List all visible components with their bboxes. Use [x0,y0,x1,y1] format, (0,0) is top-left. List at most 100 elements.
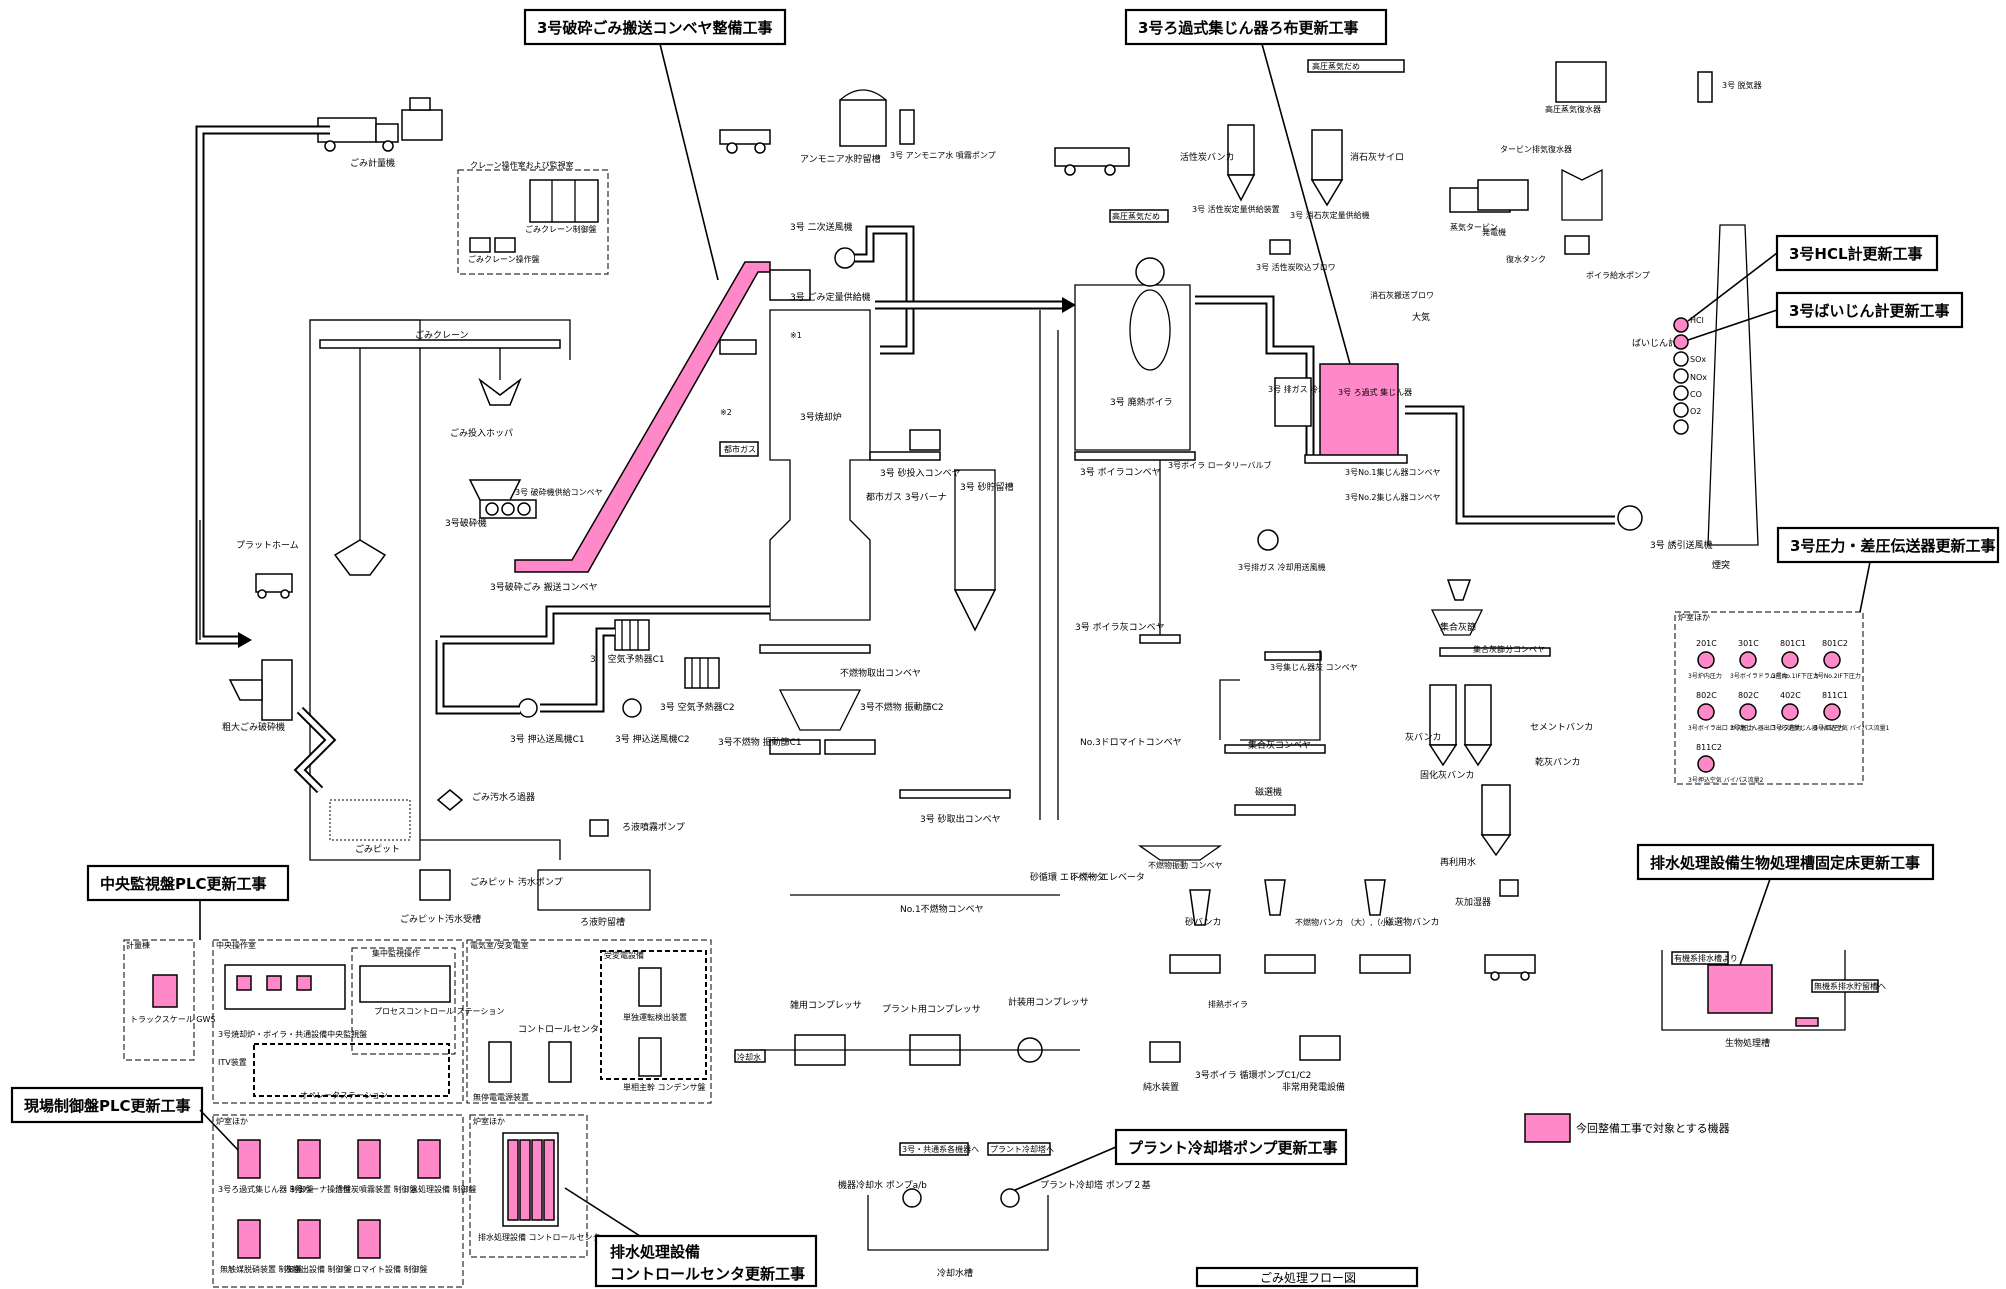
incinerator-area: アンモニア水貯留槽 3号 アンモニア水 噴霧ポンプ 3号 二次送風機 3号 ごみ… [435,89,1105,915]
label-air-heater-c1: 3号 空気予熱器C1 [590,653,665,665]
panel-field-p7: ドロマイト設備 制御盤 [345,1264,428,1274]
panel-field-p6: 灰搬出設備 制御盤 [285,1264,352,1274]
gauge-tag: 802C [1696,691,1717,700]
label-cool-tank: 冷却水槽 [937,1267,973,1279]
label-gomi-crane: ごみクレーン [415,329,469,341]
panel-pressure: 炉室ほか 201C3号炉内圧力301C3号ボイラドラム圧力801C13号No.1… [1674,611,1890,785]
label-lime-feeder: 3号 消石灰定量供給機 [1290,210,1370,220]
label-boiler-feed-pump: ボイラ給水ポンプ [1586,270,1650,280]
panel-electric-title: 電気室/受変電室 [470,940,529,950]
panel-electric-item2: 単独運転検出装置 [623,1012,687,1022]
label-reuse-water: 再利用水 [1440,856,1476,868]
label-crusher-feed-conv: 3号 破砕機供給コンベヤ [515,487,603,497]
label-boiler: 3号 廃熱ボイラ [1110,396,1173,408]
label-steam-turbine: 蒸気タービン [1450,222,1498,232]
label-sand-out-conv: 3号 砂取出コンベヤ [920,813,1001,825]
pressure-transmitter-icon [1823,651,1841,669]
bio-tank-highlight [1707,964,1773,1014]
label-pit-out: 有機系排水槽より [1674,953,1738,963]
label-induced-fan: 3号 誘引送風機 [1650,539,1713,551]
label-lime-blower: 消石灰搬送ブロワ [1370,290,1434,300]
label-spray-pump: ろ液噴霧ポンプ [622,821,685,833]
panel-electric-item4: 無停電電源装置 [473,1092,529,1102]
label-ammonia-pump: 3号 アンモニア水 噴霧ポンプ [890,150,996,160]
panel-field-p1: 3号ろ過式集じん器 制御盤 [218,1184,314,1194]
label-incomb-bunker: 不燃物バンカ （大）,（小） [1295,917,1397,927]
utility-area: 雑用コンプレッサ プラント用コンプレッサ 計装用コンプレッサ 排熱ボイラ 純水装… [734,950,1886,1279]
callout-cooling-pump: プラント冷却塔ポンプ更新工事 [1128,1139,1338,1157]
label-bio-tank: 生物処理槽 [1725,1037,1770,1049]
label-o2: O2 [1690,407,1701,416]
label-from-plant: プラント冷却塔へ [990,1144,1054,1154]
label-ac-blower: 3号 活性炭吹込ブロワ [1256,262,1336,272]
label-co: CO [1690,390,1702,399]
panel-central-title: 中央操作室 [216,940,256,950]
panel-mcc-item: 排水処理設備 コントロールセンタ [478,1232,601,1242]
label-secondary-fan: 3号 二次送風機 [790,221,853,233]
callout-dust-meter: 3号ばいじん計更新工事 [1789,302,1949,320]
label-activated-carbon: 活性炭バンカ [1180,151,1234,163]
label-tag-1: ※1 [790,331,802,340]
label-chimney: 煙突 [1712,559,1730,571]
pressure-transmitter-icon [1781,703,1799,721]
label-pit-in: 無機系排水貯留槽へ [1814,981,1886,991]
panel-central: 中央操作室 集中監視操作 3号焼却炉・ボイラ・共通設備中央監視盤 プロセスコント… [212,939,504,1104]
pressure-gauges: 201C3号炉内圧力301C3号ボイラドラム圧力801C13号No.1IF下圧力… [1688,639,1890,784]
panel-mcc-title: 炉室ほか [473,1116,505,1126]
label-nox: NOx [1690,373,1707,382]
panel-central-sub: 集中監視操作 [372,948,420,958]
panel-field-title: 炉室ほか [216,1116,248,1126]
label-crusher: 3号破砕機 [445,517,487,529]
label-crushed-conv: 3号破砕ごみ 搬送コンベヤ [490,581,598,593]
legend-swatch [1524,1113,1571,1143]
label-no1-incomb-conv: No.1不燃物コンベヤ [900,903,984,915]
panel-electric-item1: コントロールセンタ [518,1024,599,1035]
panel-field: 炉室ほか 3号ろ過式集じん器 制御盤 3号バーナ操作盤 活性炭噴霧装置 制御盤 … [212,1114,477,1288]
label-boiler-circ: 3号ボイラ 循環ポンプC1/C2 [1195,1069,1311,1081]
panel-electric-sub: 受変電設備 [604,950,644,960]
page-title: ごみ処理フロー図 [1260,1270,1356,1285]
label-condensate-tank: 復水タンク [1506,254,1546,264]
crushed-refuse-conveyor-highlight [514,261,771,573]
panel-field-p3: 活性炭噴霧装置 制御盤 [335,1184,418,1194]
label-solid-ash: 固化灰バンカ [1420,769,1474,781]
label-cool-water-pump: 機器冷却水 ポンプa/b [838,1179,927,1191]
panel-mcc: 炉室ほか 排水処理設備 コントロールセンタ [469,1114,601,1258]
label-cooling-tower: 3号 排ガス 冷却塔 [1268,384,1334,394]
gauge-name: 3号No.2IF下圧力 [1814,672,1861,680]
panel-keiryo-title: 計量棟 [126,940,150,950]
pressure-transmitter-icon [1739,703,1757,721]
panel-electric-item3: 単相主幹 コンデンサ盤 [623,1082,706,1092]
panel-field-p2: 3号バーナ操作盤 [290,1184,351,1194]
gauge-tag: 402C [1780,691,1801,700]
gauge-tag: 801C2 [1822,639,1848,648]
panel-central-item2: プロセスコントロール ステーション [374,1007,504,1016]
label-misc-comp: 雑用コンプレッサ [790,999,862,1011]
gauge-name: 3号集じん器出口 ガス圧力 [1730,724,1802,732]
label-crane-room: クレーン操作室および監視室 [470,160,574,170]
receiving-area: ごみ計量機 クレーン操作室および監視室 ごみクレーン制御盤 ごみクレーン操作盤 … [195,97,685,928]
label-burner: 都市ガス 3号バーナ [866,491,947,503]
label-mag-bunker: 磁選物バンカ [1385,916,1439,928]
label-sand-tank: 3号 砂貯留槽 [960,481,1014,493]
label-cool-water: 冷却水 [737,1052,761,1062]
label-to-plant: 3号・共通系各機器へ [902,1144,979,1154]
callout-bag-filter: 3号ろ過式集じん器ろ布更新工事 [1138,19,1358,37]
label-waste-heat-boiler: 排熱ボイラ [1208,999,1248,1009]
label-dust-conv: 3号集じん器灰 コンベヤ [1270,662,1358,672]
callout-crushed-conveyor: 3号破砕ごみ搬送コンベヤ整備工事 [537,19,772,37]
panel-keiryo: 計量棟 トラックスケール GWS [123,939,216,1061]
gauge-name: 3号押込空気 バイパス流量1 [1814,724,1890,732]
label-deaerator: 3号 脱気器 [1722,80,1762,90]
callout-mcc-1: 排水処理設備 [610,1243,700,1261]
gauge-tag: 301C [1738,639,1759,648]
label-bag-filter: 3号 ろ過式 集じん器 [1338,387,1412,397]
label-incomb-conv: 不燃物取出コンベヤ [840,667,921,679]
pressure-transmitter-icon [1697,755,1715,773]
label-gomi-keiryoki: ごみ計量機 [350,157,395,169]
label-big-crusher: 粗大ごみ破砕機 [222,721,285,733]
gauge-tag: 201C [1696,639,1717,648]
label-pit-receiver: ごみピット汚水受槽 [400,913,481,925]
label-crane-op: ごみクレーン操作盤 [468,254,540,264]
